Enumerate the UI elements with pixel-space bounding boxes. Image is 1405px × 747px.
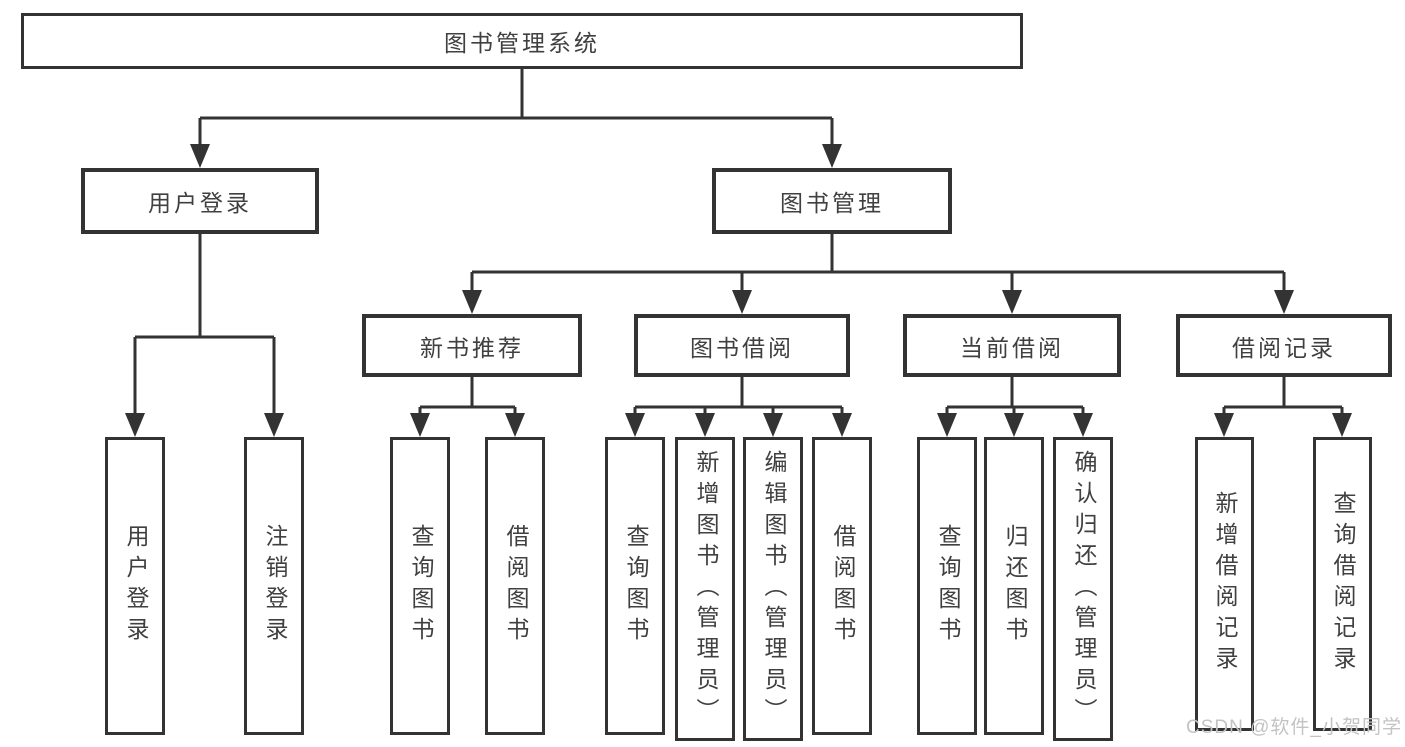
arrow-down-icons xyxy=(125,144,1352,437)
node-borrowing-records: 借阅记录 xyxy=(1176,314,1392,377)
leaf-query-books-borrowing: 查询图书 xyxy=(605,437,665,735)
leaf-query-borrow-record: 查询借阅记录 xyxy=(1313,437,1372,731)
node-user-login: 用户登录 xyxy=(81,168,319,234)
leaf-add-borrow-record: 新增借阅记录 xyxy=(1195,437,1254,731)
node-book-borrowing: 图书借阅 xyxy=(634,314,850,377)
node-new-book-recommendation: 新书推荐 xyxy=(362,314,582,377)
leaf-logout: 注销登录 xyxy=(244,437,304,735)
leaf-user-login: 用户登录 xyxy=(105,437,165,735)
leaf-return-books: 归还图书 xyxy=(984,437,1044,735)
node-book-management: 图书管理 xyxy=(712,168,952,234)
leaf-borrow-books-borrowing: 借阅图书 xyxy=(812,437,872,735)
leaf-query-books-current: 查询图书 xyxy=(917,437,977,735)
node-book-management-system: 图书管理系统 xyxy=(21,13,1023,69)
leaf-confirm-return-admin: 确认归还（管理员） xyxy=(1053,437,1113,741)
leaf-query-books-recommend: 查询图书 xyxy=(390,437,450,735)
leaf-borrow-books-recommend: 借阅图书 xyxy=(485,437,545,735)
leaf-add-books-admin: 新增图书（管理员） xyxy=(675,437,735,741)
leaf-edit-books-admin: 编辑图书（管理员） xyxy=(743,437,803,741)
node-current-borrowing: 当前借阅 xyxy=(903,314,1121,377)
watermark-text: CSDN @软件_小贺同学 xyxy=(1186,717,1402,738)
